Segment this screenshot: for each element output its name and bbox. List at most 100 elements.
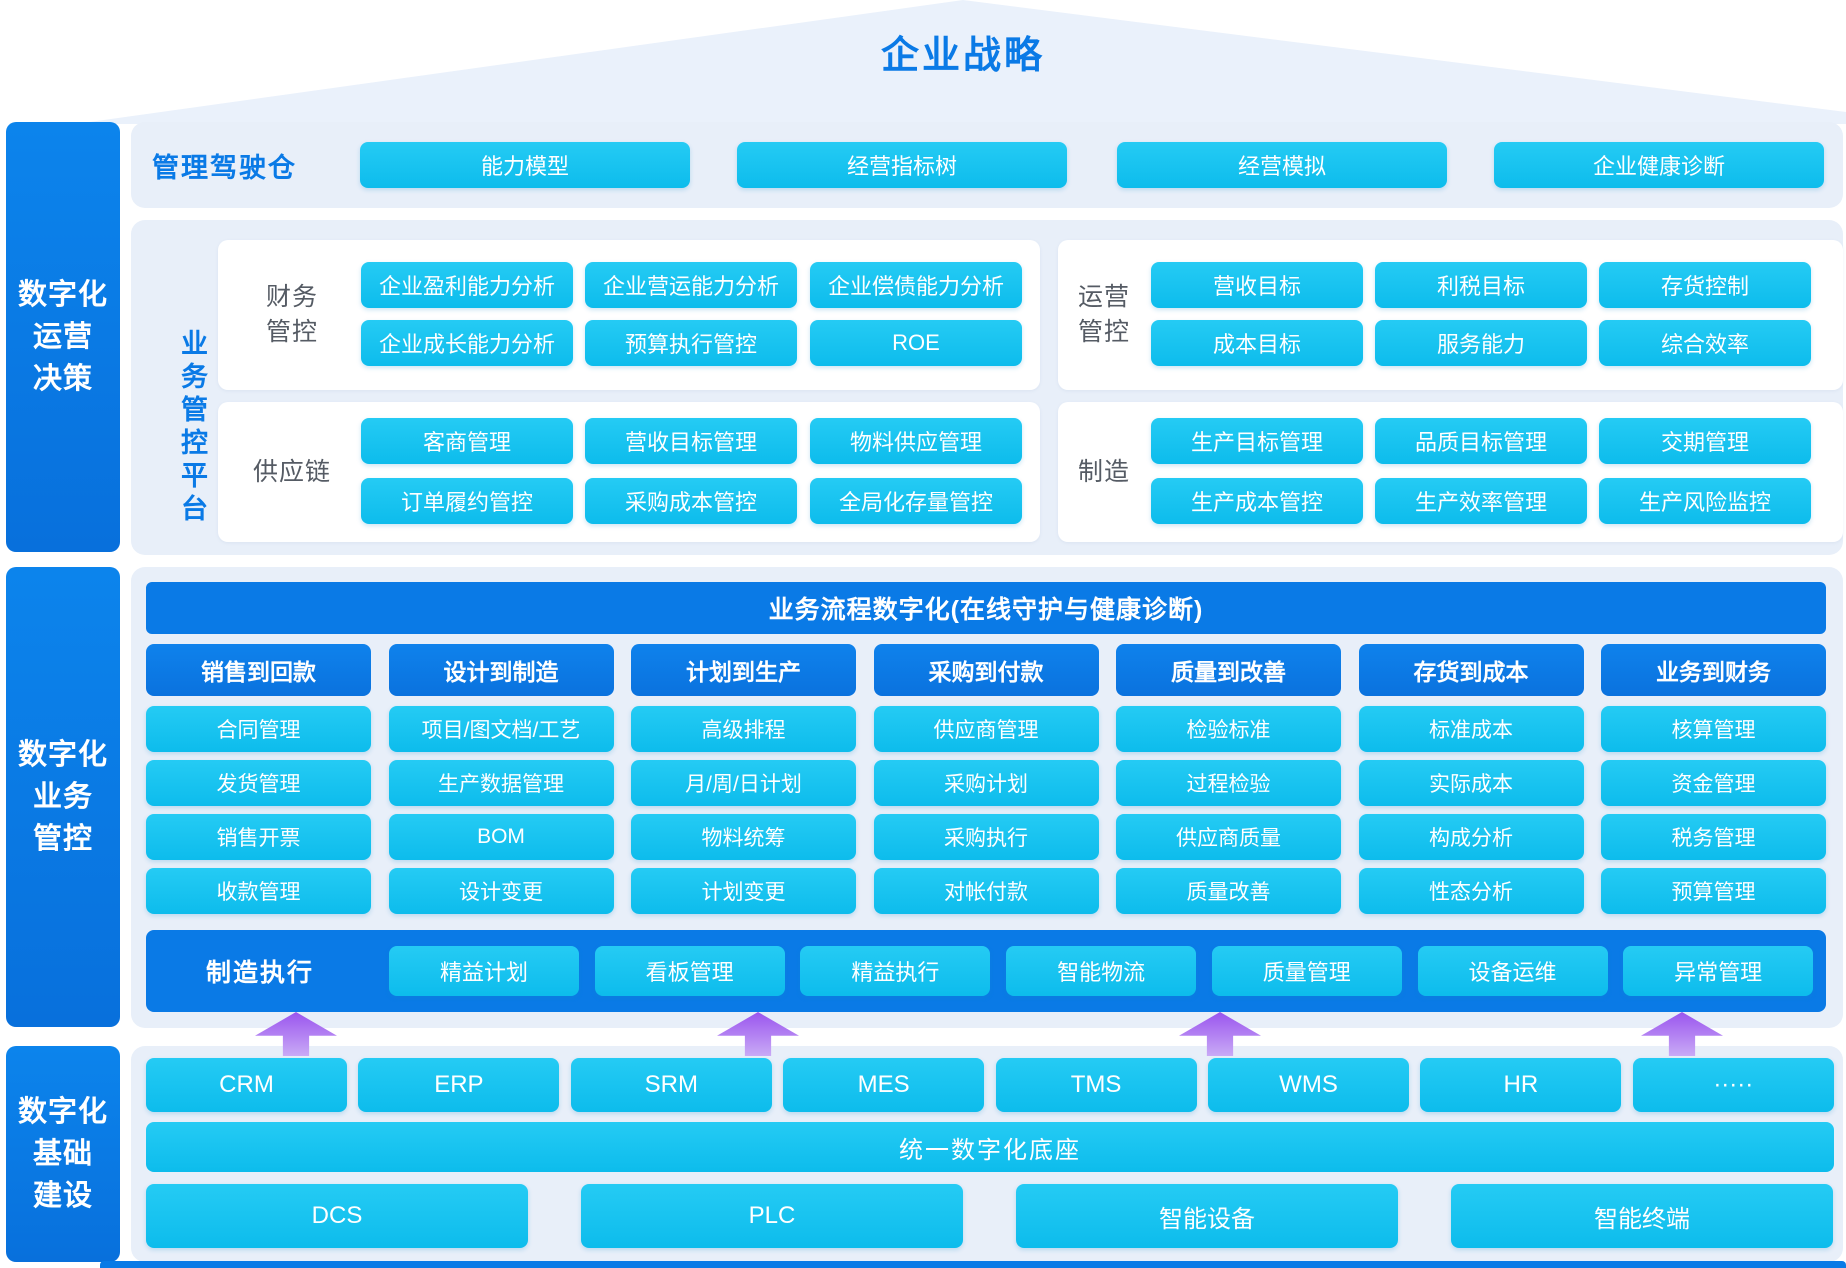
group-label-line: 管控	[265, 318, 318, 346]
process-cell: 发货管理	[146, 760, 371, 806]
group-button: 营收目标	[1151, 262, 1363, 308]
sidebar-label-line: 基础	[32, 1138, 93, 1170]
process-cell: 项目/图文档/工艺	[388, 706, 614, 752]
process-cell: 资金管理	[1601, 760, 1826, 806]
process-cell: 采购执行	[873, 814, 1099, 860]
sidebar-label-line: 决策	[32, 363, 93, 395]
process-cell: 生产数据管理	[388, 760, 614, 806]
group-box-财务管控: 财务管控企业盈利能力分析企业营运能力分析企业偿债能力分析企业成长能力分析预算执行…	[218, 240, 1040, 390]
bottom-strip	[100, 1261, 1846, 1268]
group-box-供应链: 供应链客商管理营收目标管理物料供应管理订单履约管控采购成本管控全局化存量管控	[218, 402, 1040, 542]
sidebar-label-digital-operation-decision: 数字化运营决策	[6, 122, 120, 552]
process-cell: 检验标准	[1116, 706, 1341, 752]
process-cell: 收款管理	[146, 868, 371, 914]
cockpit-button: 经营指标树	[737, 142, 1067, 188]
process-cell: 高级排程	[631, 706, 856, 752]
process-cell: 供应商管理	[873, 706, 1099, 752]
sidebar-label-text: 数字化基础建设	[18, 1091, 108, 1217]
sidebar-label-digital-infrastructure: 数字化基础建设	[6, 1046, 120, 1262]
sidebar-label-line: 运营	[32, 321, 93, 353]
group-button: 采购成本管控	[585, 478, 797, 524]
system-box: HR	[1420, 1058, 1622, 1112]
group-button: 物料供应管理	[810, 418, 1022, 464]
platform-label: 业务管控平台	[177, 329, 207, 527]
process-cell: 税务管理	[1601, 814, 1826, 860]
group-label-text: 运营管控	[1078, 280, 1130, 350]
group-button: 成本目标	[1151, 320, 1363, 366]
mes-bar: 制造执行 精益计划看板管理精益执行智能物流质量管理设备运维异常管理	[146, 930, 1826, 1012]
group-label-text: 财务管控	[266, 280, 318, 350]
system-box: SRM	[570, 1058, 772, 1112]
mes-button: 看板管理	[594, 946, 785, 996]
process-cell: 核算管理	[1601, 706, 1826, 752]
process-cell: 计划变更	[631, 868, 856, 914]
sidebar-label-text: 数字化运营决策	[18, 274, 108, 400]
process-cell: 设计变更	[388, 868, 614, 914]
group-box-制造: 制造生产目标管理品质目标管理交期管理生产成本管控生产效率管理生产风险监控	[1058, 402, 1843, 542]
process-cell: 预算管理	[1601, 868, 1826, 914]
group-button: 交期管理	[1599, 418, 1811, 464]
group-label: 运营管控	[1058, 240, 1150, 390]
mes-button: 设备运维	[1417, 946, 1608, 996]
process-cell: 性态分析	[1358, 868, 1584, 914]
device-box: 智能设备	[1016, 1184, 1398, 1248]
process-cell: 物料统筹	[631, 814, 856, 860]
panel-business-process: 业务流程数字化(在线守护与健康诊断) 销售到回款合同管理发货管理销售开票收款管理…	[131, 567, 1843, 1028]
group-button: 品质目标管理	[1375, 418, 1587, 464]
process-cell: BOM	[388, 814, 614, 860]
strategy-title: 企业战略	[880, 35, 1045, 77]
device-box: 智能终端	[1451, 1184, 1833, 1248]
group-label-text: 制造	[1078, 455, 1130, 490]
group-label-line: 供应链	[252, 457, 331, 486]
system-box: ERP	[358, 1058, 560, 1112]
panel-business-control-platform: 业务管控平台 财务管控企业盈利能力分析企业营运能力分析企业偿债能力分析企业成长能…	[131, 220, 1843, 555]
sidebar-label-line: 数字化	[17, 279, 108, 311]
group-label-text: 供应链	[253, 455, 331, 490]
base-platform-bar: 统一数字化底座	[146, 1122, 1834, 1172]
process-cell: 供应商质量	[1116, 814, 1341, 860]
sidebar-label-text: 数字化业务管控	[18, 734, 108, 860]
group-label-line: 制造	[1077, 457, 1130, 486]
sidebar-label-digital-business-control: 数字化业务管控	[6, 567, 120, 1027]
process-column-header: 采购到付款	[873, 644, 1099, 696]
process-cell: 月/周/日计划	[631, 760, 856, 806]
process-cell: 合同管理	[146, 706, 371, 752]
group-button: 企业盈利能力分析	[361, 262, 573, 308]
mes-button: 异常管理	[1623, 946, 1814, 996]
process-cell: 对帐付款	[873, 868, 1099, 914]
group-label-line: 财务	[265, 283, 318, 311]
system-box: WMS	[1208, 1058, 1409, 1112]
process-column-header: 设计到制造	[388, 644, 614, 696]
process-cell: 实际成本	[1358, 760, 1584, 806]
mes-button: 质量管理	[1211, 946, 1402, 996]
group-button: 营收目标管理	[585, 418, 797, 464]
cockpit-button: 能力模型	[360, 142, 690, 188]
group-button: 存货控制	[1599, 262, 1811, 308]
system-box: MES	[783, 1058, 985, 1112]
cockpit-button: 企业健康诊断	[1494, 142, 1824, 188]
group-label-line: 管控	[1077, 318, 1130, 346]
mes-button: 智能物流	[1006, 946, 1197, 996]
device-box: PLC	[581, 1184, 963, 1248]
group-label: 供应链	[226, 402, 358, 542]
group-button: 利税目标	[1375, 262, 1587, 308]
group-button: 综合效率	[1599, 320, 1811, 366]
device-box: DCS	[146, 1184, 528, 1248]
system-box: CRM	[146, 1058, 347, 1112]
process-column-header: 质量到改善	[1116, 644, 1341, 696]
cockpit-label: 管理驾驶仓	[152, 152, 297, 183]
process-cell: 过程检验	[1116, 760, 1341, 806]
sidebar-label-line: 管控	[32, 823, 93, 855]
group-button: 订单履约管控	[361, 478, 573, 524]
mes-label: 制造执行	[206, 959, 315, 987]
process-column-header: 存货到成本	[1358, 644, 1584, 696]
group-button: 客商管理	[361, 418, 573, 464]
group-button: 生产成本管控	[1151, 478, 1363, 524]
group-button: 生产目标管理	[1151, 418, 1363, 464]
group-button: 生产风险监控	[1599, 478, 1811, 524]
group-label: 制造	[1058, 402, 1150, 542]
cockpit-button: 经营模拟	[1117, 142, 1447, 188]
group-button: 生产效率管理	[1375, 478, 1587, 524]
process-cell: 构成分析	[1358, 814, 1584, 860]
